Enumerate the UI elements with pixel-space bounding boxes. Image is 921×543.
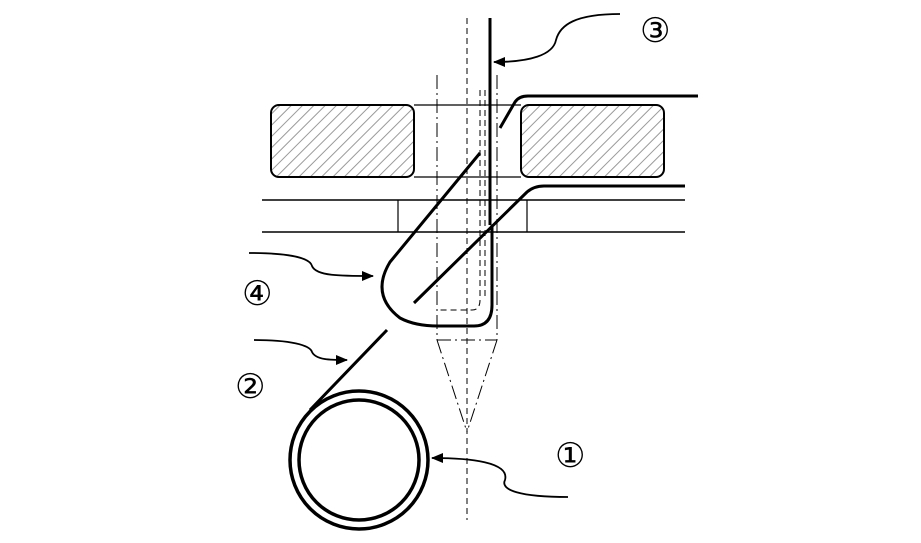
ring-outer bbox=[288, 389, 430, 531]
upper-wire bbox=[498, 94, 698, 129]
ring-inner bbox=[297, 398, 421, 522]
leader-one bbox=[431, 453, 569, 498]
feed-wire bbox=[308, 328, 389, 412]
label-four: ④ bbox=[242, 274, 272, 314]
label-two: ② bbox=[235, 367, 265, 407]
lower-guide bbox=[412, 184, 685, 305]
leader-two bbox=[253, 339, 348, 365]
label-one: ① bbox=[555, 436, 585, 476]
cone-left bbox=[436, 339, 468, 433]
label-three: ③ bbox=[640, 11, 670, 51]
hook bbox=[380, 152, 494, 328]
needle-inner-outline bbox=[440, 90, 481, 311]
leader-four bbox=[248, 252, 374, 281]
leader-three bbox=[493, 13, 621, 67]
right-hatched-block bbox=[520, 104, 665, 178]
left-hatched-block bbox=[270, 104, 415, 178]
cone-right bbox=[466, 339, 498, 433]
